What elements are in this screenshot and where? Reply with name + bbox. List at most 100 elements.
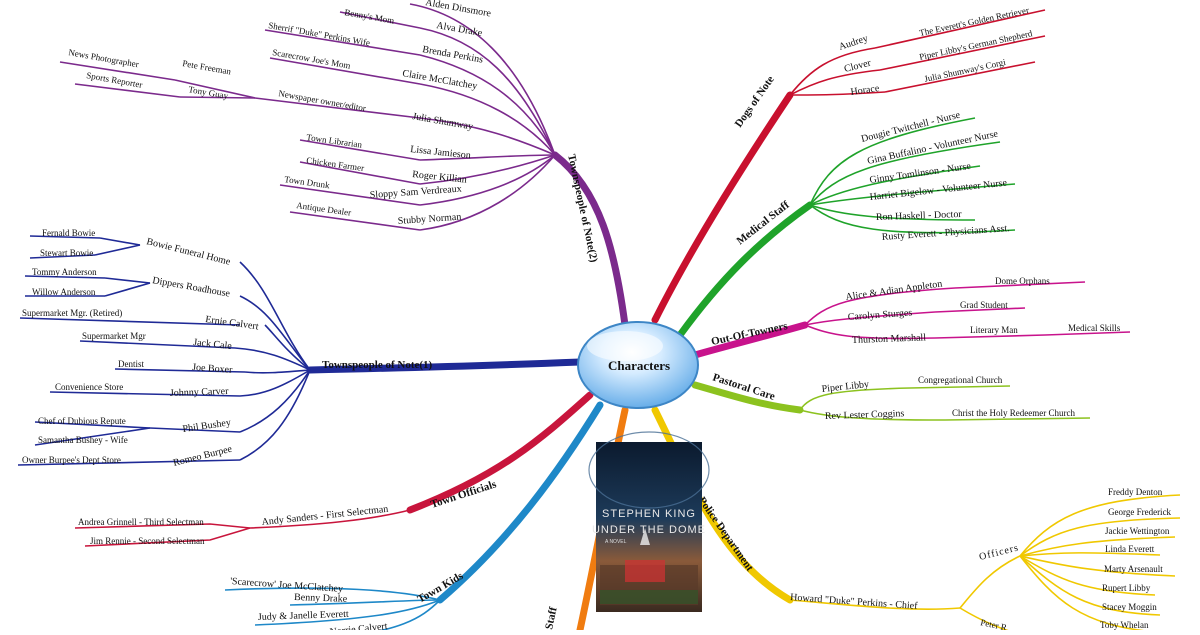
- book-author: STEPHEN KING: [602, 508, 696, 520]
- note-holy-redeemer: Christ the Holy Redeemer Church: [952, 408, 1075, 418]
- node-marty-arsenault: Marty Arsenault: [1104, 564, 1163, 574]
- node-dippers: Dippers Roadhouse: [151, 275, 231, 300]
- police-group: [789, 494, 1181, 635]
- note-dentist: Dentist: [118, 359, 144, 369]
- node-judy-janelle: Judy & Janelle Everett: [258, 609, 349, 623]
- town-officials-group: [74, 509, 411, 547]
- node-appleton: Alice & Adian Appleton: [845, 279, 943, 303]
- node-norrie-calvert: Norrie Calvert: [329, 621, 388, 630]
- node-romeo-burpee: Romeo Burpee: [172, 444, 234, 469]
- node-stubby-norman: Stubby Norman: [397, 212, 461, 227]
- node-sloppy-sam: Sloppy Sam Verdreaux: [369, 184, 462, 201]
- node-johnny-carver: Johnny Carver: [170, 386, 230, 399]
- node-benny-drake: Benny Drake: [294, 592, 348, 605]
- node-peter-r: Peter R: [980, 617, 1008, 630]
- branch-line-pastoral: [691, 381, 804, 414]
- node-horace: Horace: [850, 83, 881, 98]
- node-rusty-everett: Rusty Everett - Physicians Asst.: [881, 223, 1010, 243]
- node-joe-boxer: Joe Boxer: [192, 362, 234, 376]
- node-freddy-denton: Freddy Denton: [1108, 487, 1163, 497]
- branch-line-town-officials: [406, 391, 594, 514]
- note-convenience-store: Convenience Store: [55, 382, 123, 392]
- node-toby-whelan: Toby Whelan: [1100, 620, 1149, 630]
- note-newspaper: Newspaper owner/editor: [278, 88, 367, 113]
- note-librarian: Town Librarian: [306, 132, 363, 150]
- node-linda-everett: Linda Everett: [1105, 544, 1155, 554]
- note-grad-student: Grad Student: [960, 300, 1008, 310]
- branch-line-medical: [676, 201, 814, 339]
- node-thurston-marshall: Thurston Marshall: [852, 332, 927, 346]
- townspeople1-labels: Townspeople of Note(1) Bowie Funeral Hom…: [22, 228, 433, 469]
- note-literary-man: Literary Man: [970, 325, 1018, 335]
- note-bennys-mom: Benny's Mom: [344, 7, 395, 26]
- node-lester-coggins: Rev Lester Coggins: [825, 408, 905, 422]
- node-samantha-bushey: Samantha Bushey - Wife: [38, 435, 128, 445]
- node-stewart-bowie: Stewart Bowie: [40, 248, 93, 258]
- note-chicken-farmer: Chicken Farmer: [306, 155, 365, 173]
- note-supermarket-mgr: Supermarket Mgr: [82, 331, 146, 341]
- branch-label-out-of-towners: Out-Of-Towners: [710, 320, 789, 348]
- node-brenda-perkins: Brenda Perkins: [421, 44, 483, 66]
- book-cover: STEPHEN KING UNDER THE DOME A NOVEL: [588, 431, 710, 612]
- node-phil-bushey: Phil Bushey: [182, 417, 232, 435]
- branch-line-townspeople2: [551, 151, 629, 329]
- node-willow-anderson: Willow Anderson: [32, 287, 96, 297]
- book-title: UNDER THE DOME: [592, 524, 706, 536]
- town-kids-group: [224, 587, 441, 635]
- note-medical-skills: Medical Skills: [1068, 323, 1121, 333]
- note-news-photographer: News Photographer: [68, 47, 140, 69]
- note-chef: Chef of Dubious Repute: [38, 416, 126, 426]
- node-piper-libby: Piper Libby: [821, 379, 869, 395]
- node-bowie-funeral: Bowie Funeral Home: [145, 236, 232, 268]
- town-officials-labels: Town Officials Andy Sanders - First Sele…: [78, 478, 499, 546]
- node-andy-sanders: Andy Sanders - First Selectman: [261, 504, 389, 528]
- branch-label-staff: Staff: [543, 606, 560, 630]
- node-jack-cale: Jack Cale: [193, 337, 233, 352]
- medical-group: [809, 117, 1016, 234]
- note-town-drunk: Town Drunk: [284, 174, 331, 190]
- node-duke-perkins: Howard "Duke" Perkins - Chief: [790, 592, 919, 612]
- node-pete-freeman: Pete Freeman: [182, 58, 233, 76]
- book-subtitle: A NOVEL: [605, 539, 627, 545]
- node-tony-guay: Tony Guay: [188, 84, 230, 101]
- note-burpee-store: Owner Burpee's Dept Store: [22, 455, 121, 465]
- townspeople2-labels: Townspeople of Note(2) Alden Dinsmore Al…: [68, 0, 600, 264]
- center-node[interactable]: Characters: [577, 321, 699, 409]
- dogs-group: [789, 9, 1046, 96]
- node-ron-haskell: Ron Haskell - Doctor: [876, 209, 963, 223]
- node-jim-rennie: Jim Rennie - Second Selectman: [90, 536, 205, 546]
- branch-line-out-of-towners: [691, 321, 809, 359]
- node-george-frederick: George Frederick: [1108, 507, 1172, 517]
- node-andrea-grinnell: Andrea Grinnell - Third Selectman: [78, 517, 204, 527]
- branch-line-town-kids: [436, 401, 604, 604]
- note-duke-wife: Sherrif "Duke" Perkins Wife: [268, 20, 371, 48]
- note-congregational: Congregational Church: [918, 375, 1003, 385]
- node-fernald-bowie: Fernald Bowie: [42, 228, 95, 238]
- node-stacey-moggin: Stacey Moggin: [1102, 602, 1157, 612]
- node-rupert-libby: Rupert Libby: [1102, 583, 1151, 593]
- note-dome-orphans: Dome Orphans: [995, 276, 1050, 286]
- node-jackie-wettington: Jackie Wettington: [1105, 526, 1170, 536]
- node-alden-dinsmore: Alden Dinsmore: [424, 0, 492, 20]
- branch-label-townspeople1: Townspeople of Note(1): [322, 359, 433, 371]
- note-antique-dealer: Antique Dealer: [296, 200, 352, 218]
- townspeople2-group: [59, 3, 556, 231]
- branch-line-dogs: [651, 91, 794, 324]
- town-kids-labels: Town Kids 'Scarecrow' Joe McClatchey Ben…: [230, 570, 466, 635]
- node-carolyn-sturges: Carolyn Sturges: [847, 308, 912, 323]
- note-scarecrow-mom: Scarecrow Joe's Mom: [272, 47, 352, 71]
- pastoral-group: [799, 385, 1091, 421]
- node-tommy-anderson: Tommy Anderson: [32, 267, 97, 277]
- pastoral-labels: Pastoral Care Piper Libby Rev Lester Cog…: [711, 371, 1075, 422]
- note-supermarket-retired: Supermarket Mgr. (Retired): [22, 308, 122, 318]
- center-label: Characters: [608, 358, 670, 373]
- townspeople1-group: [17, 235, 311, 466]
- branch-line-townspeople1: [306, 358, 584, 374]
- node-julia-shumway: Julia Shumway: [411, 111, 473, 132]
- node-scarecrow-joe: 'Scarecrow' Joe McClatchey: [230, 576, 344, 595]
- node-ernie-calvert: Ernie Calvert: [205, 314, 260, 332]
- branch-line-police: [651, 406, 794, 604]
- out-of-towners-group: [804, 281, 1131, 340]
